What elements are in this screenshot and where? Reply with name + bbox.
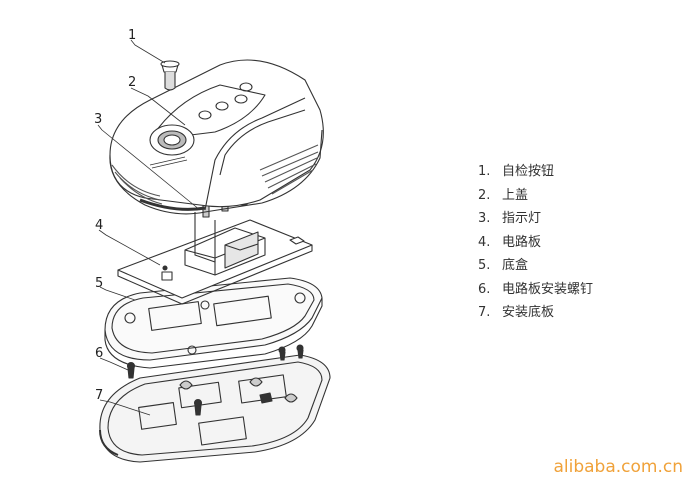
vent-slots [111, 144, 319, 205]
legend-label: 安装底板 [502, 305, 555, 320]
legend-label: 上盖 [502, 187, 529, 203]
legend-label: 底盒 [502, 258, 529, 273]
self-test-button-part [160, 60, 180, 91]
callout-7: 7 [95, 388, 103, 403]
legend-number: 3. [478, 211, 491, 226]
legend-item: 6. 电路板安装螺钉 [478, 278, 593, 302]
legend-item: 5. 底盒 [478, 254, 593, 278]
watermark: alibaba.com.cn [553, 457, 683, 477]
legend-number: 4. [478, 234, 491, 250]
callout-4: 4 [95, 218, 103, 233]
legend-label: 指示灯 [502, 211, 542, 226]
legend-number: 5. [478, 258, 491, 273]
legend-label: 电路板安装螺钉 [502, 281, 594, 297]
legend-item: 3. 指示灯 [478, 207, 593, 231]
mounting-base-plate [99, 354, 331, 463]
legend-item: 1. 自检按钮 [478, 160, 593, 184]
legend-label: 电路板 [502, 234, 542, 250]
callout-1: 1 [128, 28, 136, 43]
legend-item: 4. 电路板 [478, 231, 593, 255]
legend-number: 7. [478, 305, 491, 320]
legend-number: 2. [478, 187, 491, 203]
legend-item: 2. 上盖 [478, 184, 593, 208]
top-cover [109, 59, 324, 215]
leader-lines [97, 39, 201, 416]
callout-3: 3 [94, 112, 102, 127]
callout-5: 5 [95, 276, 103, 291]
callout-6: 6 [95, 346, 103, 361]
legend-number: 1. [478, 164, 491, 179]
pcb-mounting-screws [126, 344, 304, 416]
parts-legend: 1. 自检按钮 2. 上盖 3. 指示灯 4. 电路板 5. 底盒 6. 电路板安装螺钉 7… [478, 160, 593, 325]
transformer [184, 212, 305, 276]
bottom-box [104, 277, 323, 369]
legend-label: 自检按钮 [502, 164, 555, 179]
legend-item: 7. 安装底板 [478, 301, 593, 325]
legend-number: 6. [478, 281, 491, 297]
self-test-button[interactable] [149, 124, 195, 156]
callout-2: 2 [128, 75, 136, 90]
